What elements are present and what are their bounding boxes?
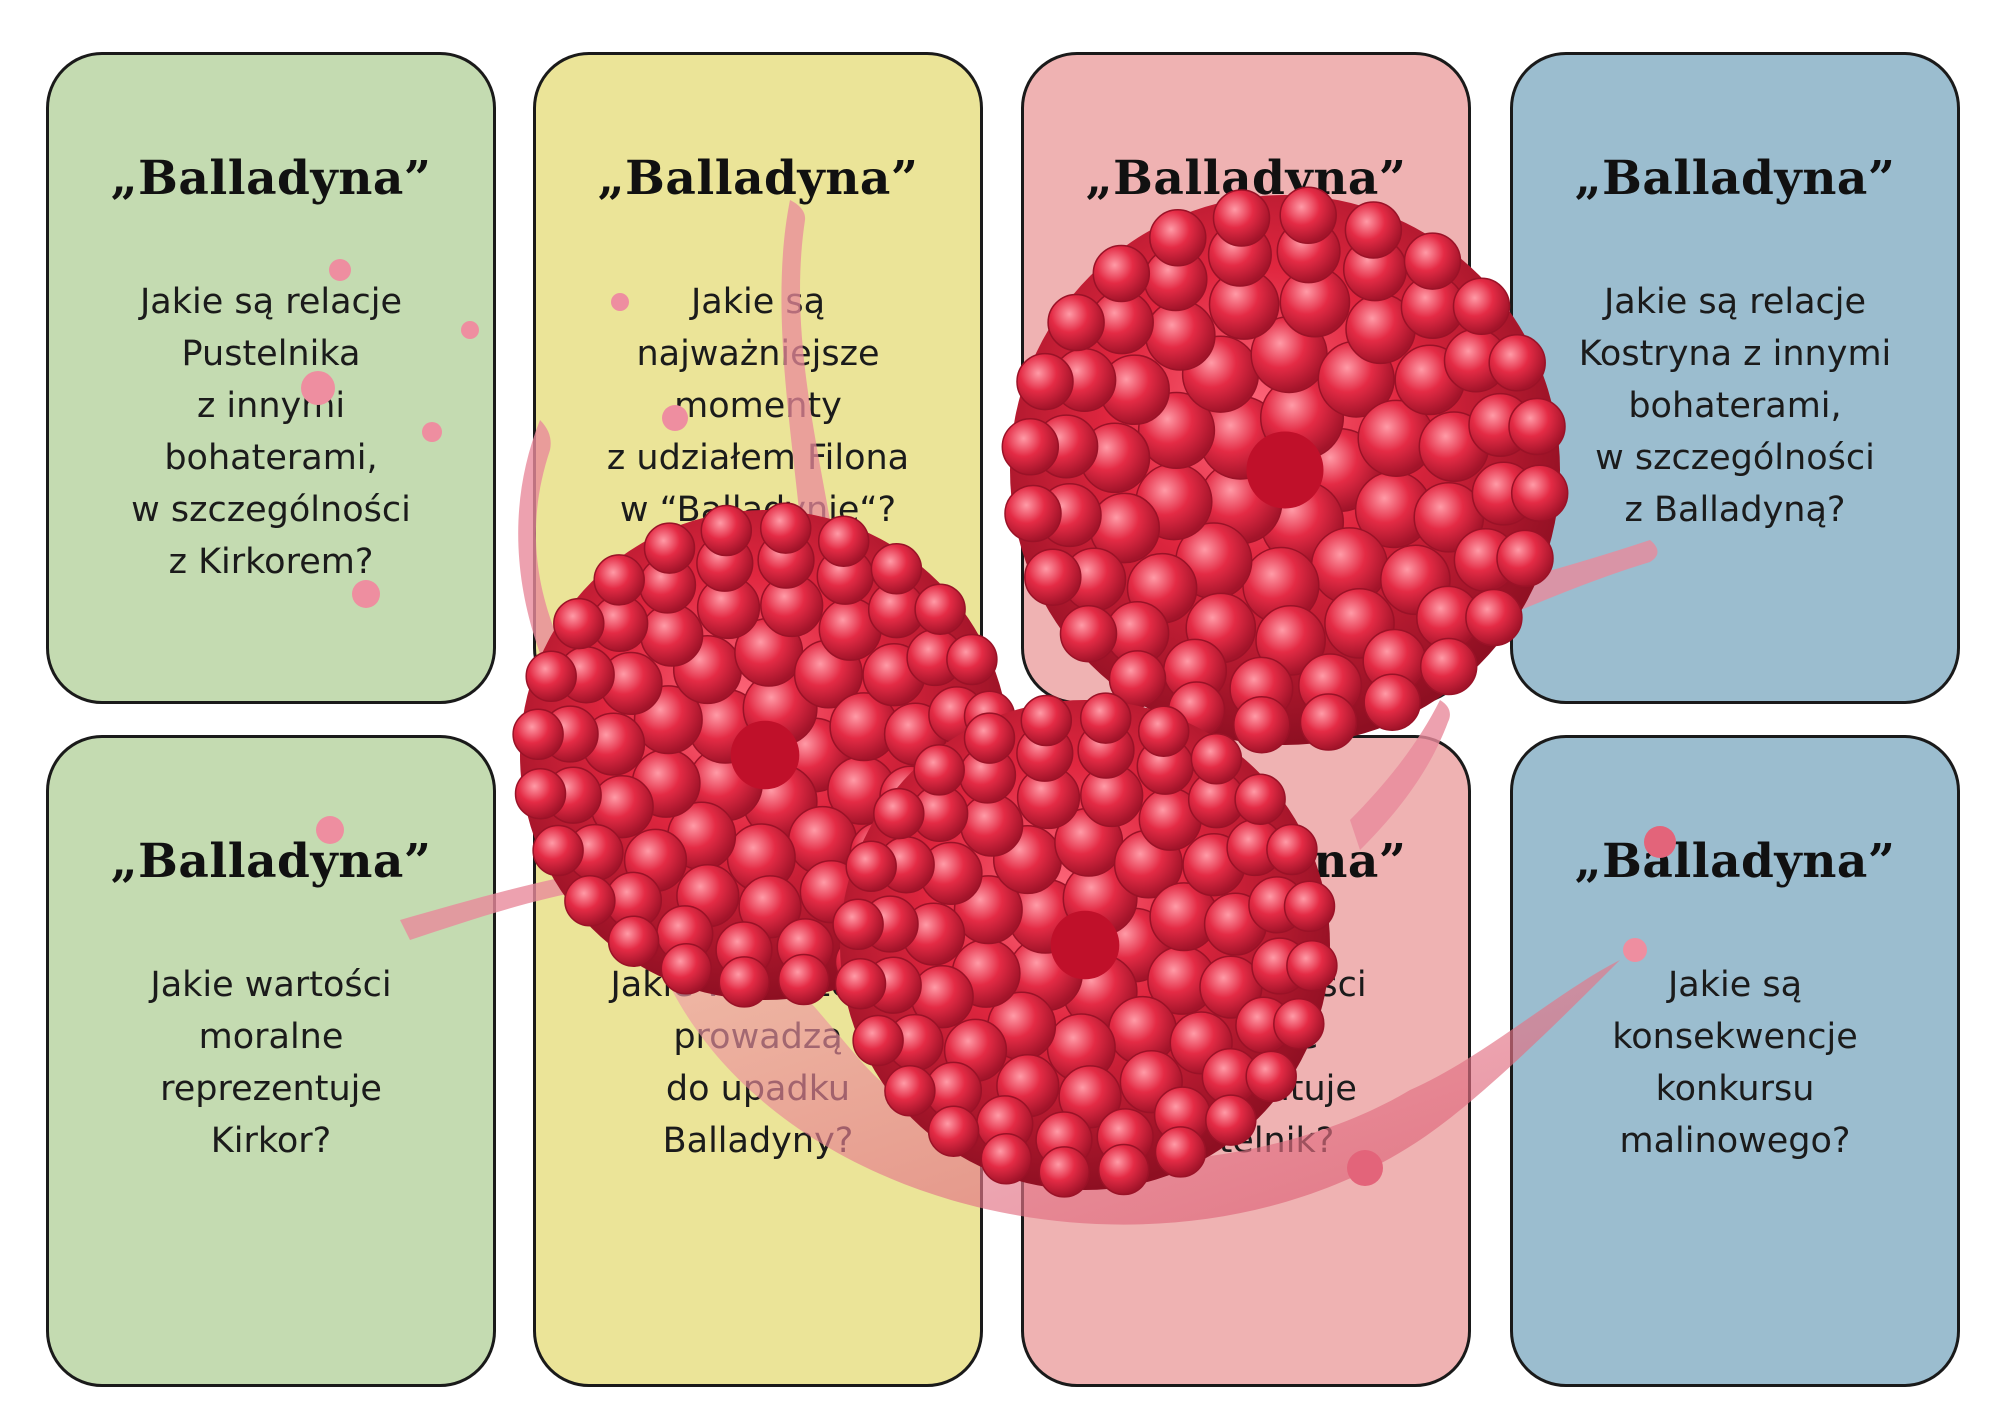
question-card[interactable]: „Balladyna” Jakie są konsekwencje konkur… — [1510, 735, 1960, 1387]
question-card[interactable]: „Balladyna” Jakie wartości moralne repre… — [1021, 735, 1471, 1387]
question-card[interactable]: „Balladyna” Jakie znaczenie mają decyzje… — [1021, 52, 1471, 704]
card-question: Jakie są konsekwencje konkursu malinoweg… — [1612, 965, 1858, 1161]
card-title: „Balladyna” — [1085, 834, 1407, 889]
card-question: Jakie wartości moralne reprezentuje Pust… — [1125, 965, 1367, 1161]
card-title: „Balladyna” — [110, 834, 432, 889]
card-title: „Balladyna” — [597, 151, 919, 206]
card-title: „Balladyna” — [1574, 834, 1896, 889]
card-question: Jakie wartości moralne reprezentuje Kirk… — [150, 965, 392, 1161]
card-title: „Balladyna” — [110, 151, 432, 206]
question-card[interactable]: „Balladyna” Jakie są najważniejsze momen… — [533, 52, 983, 704]
card-question: Jakie wydarzenia prowadzą do upadku Ball… — [610, 965, 906, 1161]
card-title: „Balladyna” — [1574, 151, 1896, 206]
card-question: Jakie znaczenie mają decyzje Kostryna dl… — [1094, 282, 1398, 478]
question-card[interactable]: „Balladyna” Jakie są relacje Kostryna z … — [1510, 52, 1960, 704]
question-card[interactable]: „Balladyna” Jakie wartości moralne repre… — [46, 735, 496, 1387]
card-question: Jakie są najważniejsze momenty z udziałe… — [606, 282, 910, 530]
card-question: Jakie są relacje Pustelnika z innymi boh… — [131, 282, 411, 582]
card-title: „Balladyna” — [1085, 151, 1407, 206]
question-card[interactable]: „Balladyna” Jakie wydarzenia prowadzą do… — [533, 735, 983, 1387]
card-question: Jakie są relacje Kostryna z innymi bohat… — [1578, 282, 1892, 530]
question-card[interactable]: „Balladyna” Jakie są relacje Pustelnika … — [46, 52, 496, 704]
card-title: „Balladyna” — [597, 834, 919, 889]
